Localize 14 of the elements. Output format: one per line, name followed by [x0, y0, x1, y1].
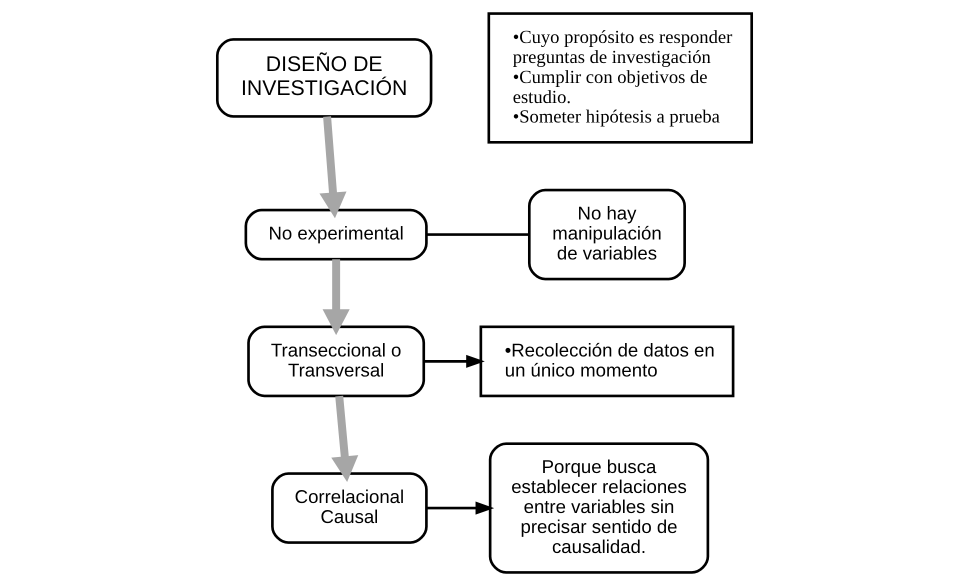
arrow — [426, 502, 494, 515]
node-box: DISEÑO DE INVESTIGACIÓN — [216, 38, 432, 118]
arrow — [319, 116, 346, 218]
arrow — [424, 354, 485, 368]
arrow — [331, 396, 358, 482]
node-box: No hay manipulación de variables — [528, 188, 686, 280]
node-box: Correlacional Causal — [271, 472, 428, 544]
arrow — [322, 259, 350, 336]
connector — [426, 233, 530, 236]
node-box: No experimental — [244, 208, 428, 260]
node-box: Transeccional o Transversal — [247, 326, 426, 398]
node-box: •Cuyo propósito es responder preguntas de investigación •Cumplir con objetivos de estudio. •Someter hipótesis a prueba — [487, 12, 754, 144]
node-box: Porque busca establecer relaciones entre variables sin precisar sentido de causalidad. — [488, 442, 710, 574]
node-box: •Recolección de datos en un único momento — [480, 326, 734, 398]
